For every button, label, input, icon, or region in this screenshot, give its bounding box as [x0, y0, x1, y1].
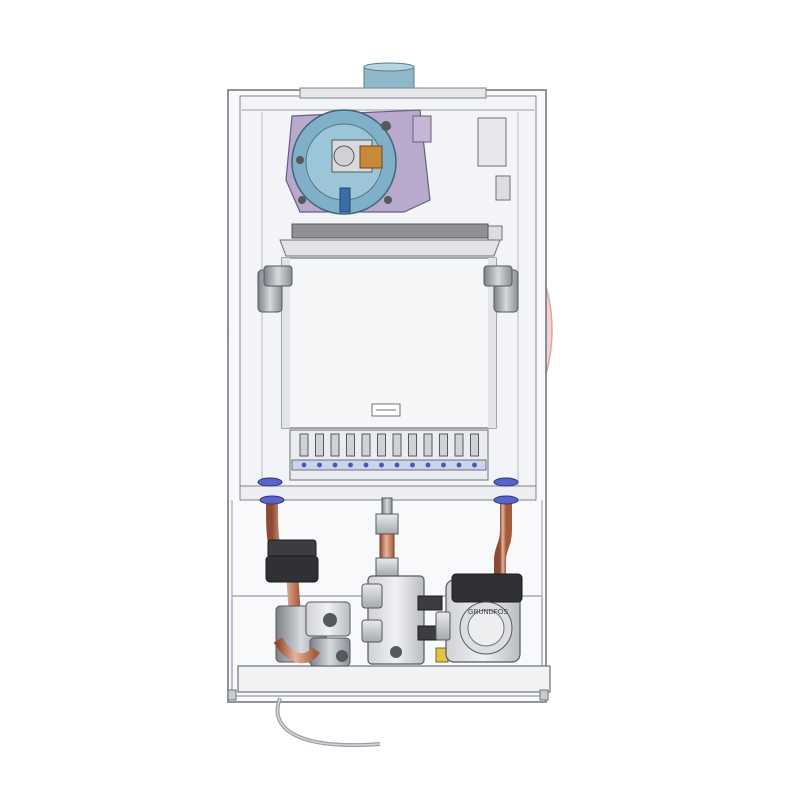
burner-jet: [410, 462, 415, 468]
gas-valve: [361, 575, 449, 665]
drain-hose: [275, 697, 381, 747]
pump-brand-label: GRUNDFOS: [468, 609, 508, 616]
circulation-pump: GRUNDFOS: [435, 573, 523, 663]
fan-assembly: [285, 109, 432, 215]
burner-jet: [332, 462, 338, 468]
burner-jet: [425, 462, 431, 468]
burner-blade: [408, 433, 417, 457]
burner-jet: [456, 462, 462, 468]
right-foot: [539, 689, 549, 701]
flue-outlet: [299, 62, 487, 99]
burner-jet: [379, 462, 384, 468]
burner-blade: [346, 433, 355, 457]
burner-blade: [470, 433, 479, 457]
right-return-pipe: [483, 265, 519, 578]
left-foot: [227, 689, 237, 701]
burner-blade: [361, 433, 371, 457]
combustion-hood-band: [291, 223, 489, 239]
burner-blade: [330, 433, 340, 457]
burner-jet: [348, 462, 353, 468]
burner-jet: [472, 462, 477, 468]
burner-blade: [392, 433, 402, 457]
burner-blade: [377, 433, 386, 457]
combustion-hood: [279, 239, 501, 257]
safety-valve: [265, 539, 319, 583]
heat-exchanger: [281, 257, 497, 429]
burner-jet: [317, 462, 322, 468]
burner-blade: [423, 433, 433, 457]
burner: [289, 429, 489, 481]
burner-blade: [315, 433, 324, 457]
gas-supply-pipe: [375, 497, 399, 577]
burner-jet: [441, 462, 446, 468]
burner-jet: [301, 462, 307, 468]
burner-blade: [439, 433, 448, 457]
air-pressure-switch: [477, 117, 511, 241]
hydraulic-group: [273, 601, 351, 667]
burner-jet: [394, 462, 400, 468]
burner-blade: [454, 433, 464, 457]
burner-jet: [363, 462, 369, 468]
burner-blade: [299, 433, 309, 457]
